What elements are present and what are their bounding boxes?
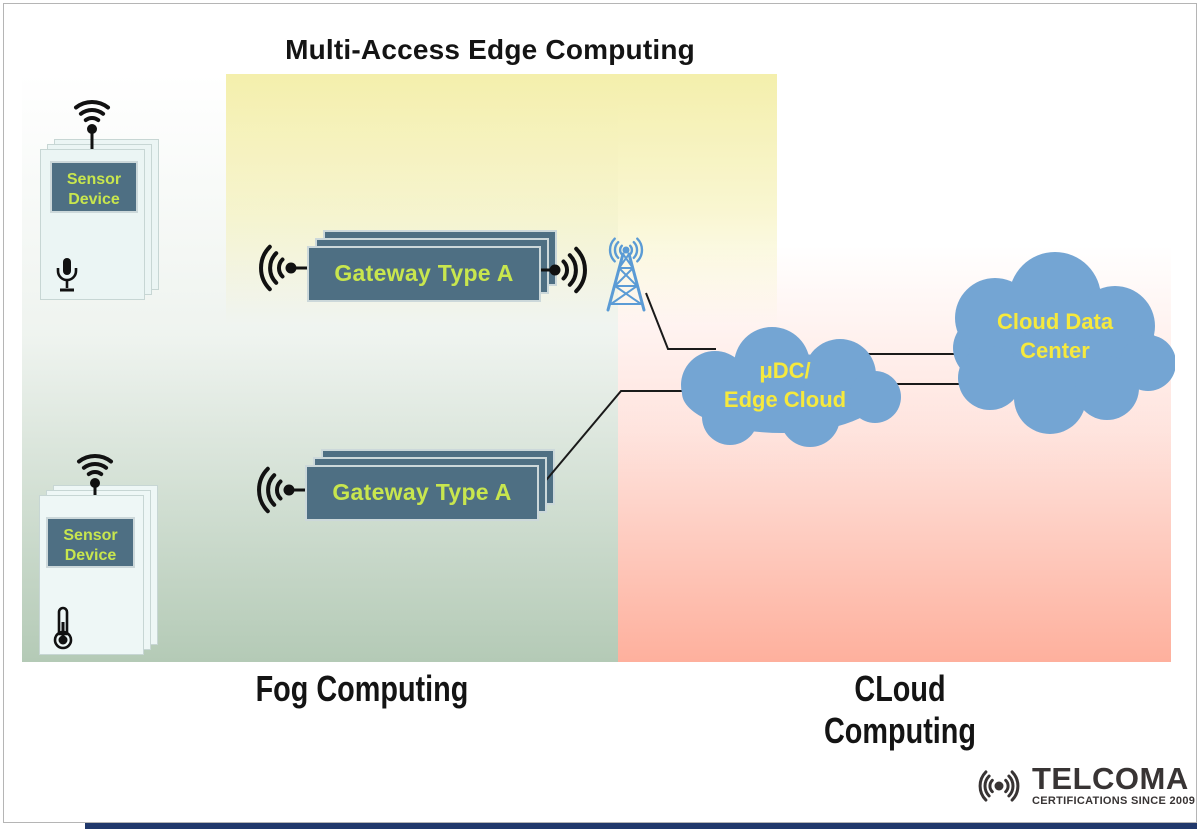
telcoma-brand: TELCOMA [1032,761,1189,796]
cloud-data-center-label: Cloud Data Center [996,309,1114,363]
signal-left-icon [257,466,307,514]
signal-left-icon [259,244,309,292]
cloud-data-center-shape [953,252,1175,434]
telcoma-signal-icon [978,770,1020,802]
diagram-title: Multi-Access Edge Computing [285,34,695,65]
sensor-device-bottom-label: Sensor Device [46,517,135,568]
fog-computing-label: Fog Computing [255,668,469,709]
thermometer-icon [53,606,73,650]
wifi-antenna-icon [77,454,113,506]
gateway-bottom: Gateway Type A [305,465,539,521]
footer-bar [85,823,1197,829]
telcoma-tagline: CERTIFICATIONS SINCE 2009 [1032,795,1196,808]
signal-right-icon [537,246,587,294]
gateway-top: Gateway Type A [307,246,541,302]
telcoma-logo: TELCOMA CERTIFICATIONS SINCE 2009 [972,761,1196,808]
microphone-icon [56,258,78,292]
cell-tower-icon [606,237,646,312]
edge-cloud-label: μDC/ Edge Cloud [723,358,847,412]
cloud-computing-label: CLoud Computing [824,668,976,751]
edge-cloud-shape [681,327,901,447]
sensor-device-top-label: Sensor Device [50,161,138,213]
wifi-antenna-icon [74,100,110,152]
page-border [3,3,1197,823]
